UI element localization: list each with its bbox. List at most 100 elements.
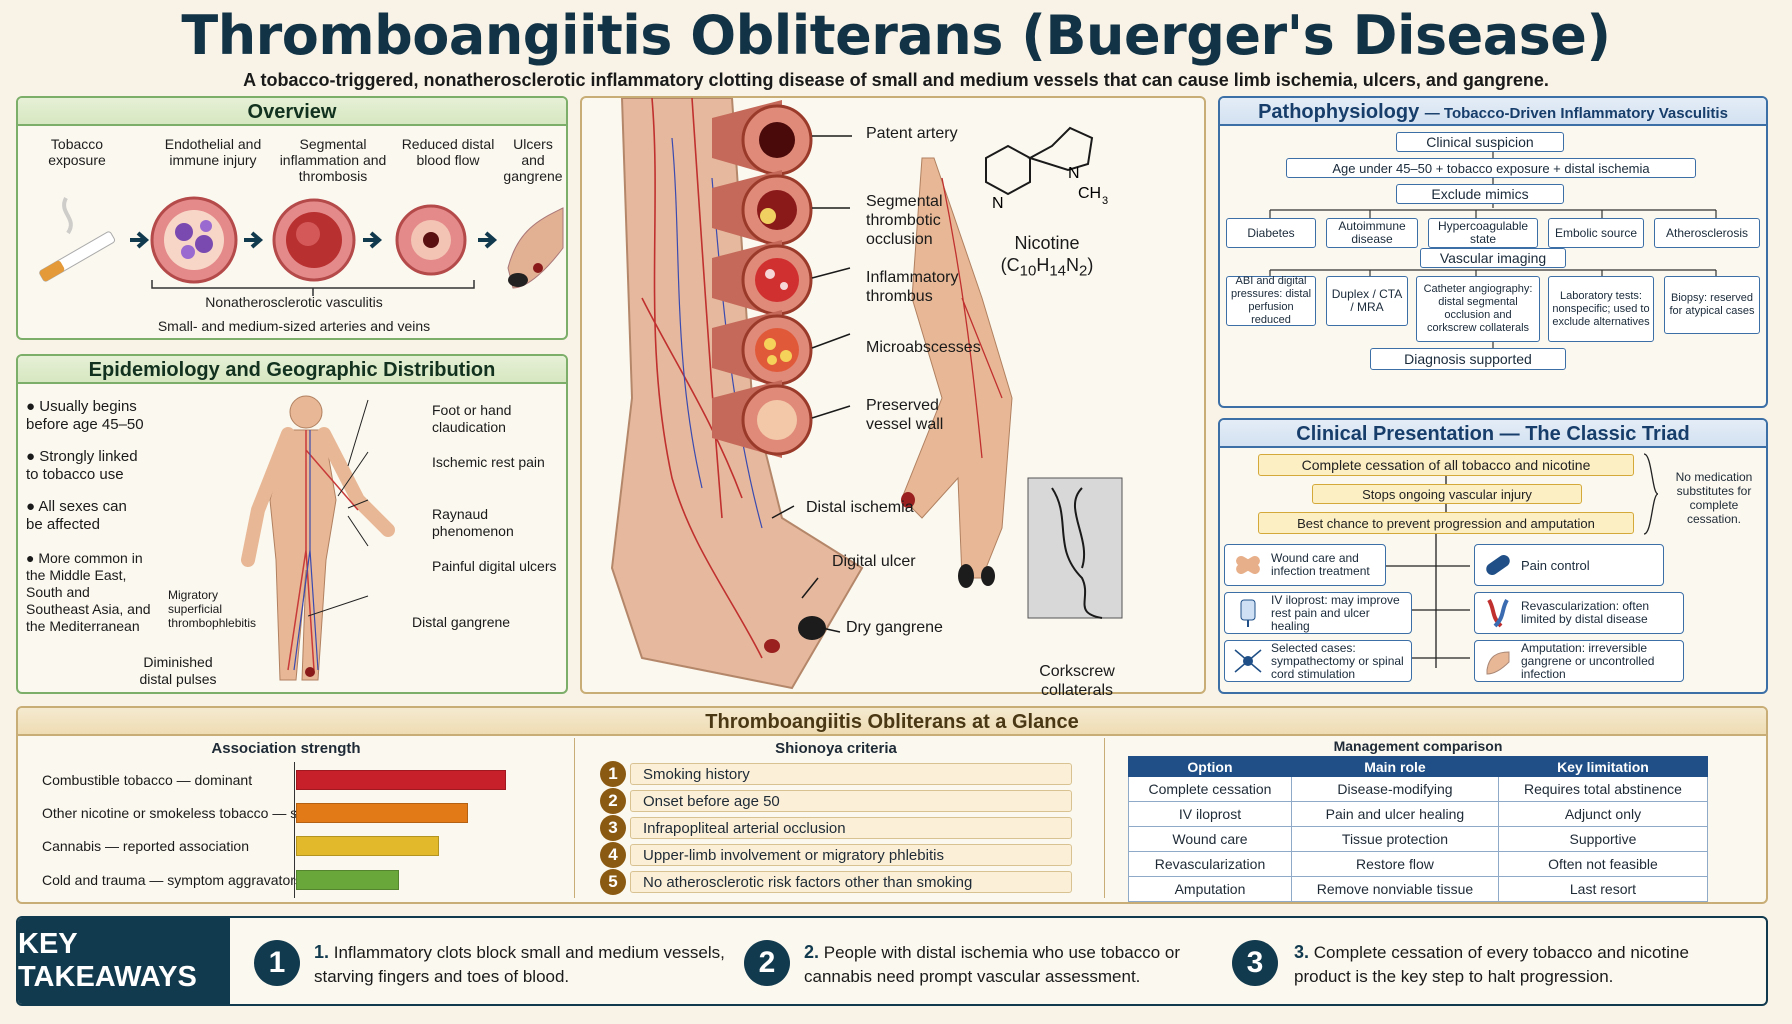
table-header: Option	[1128, 756, 1292, 777]
criterion-number-4: 4	[600, 842, 626, 868]
injured-vessel-icon	[150, 196, 238, 284]
bar-tobacco	[296, 770, 506, 790]
mgmt-text: Wound care and infection treatment	[1271, 551, 1370, 578]
bar-smokeless	[296, 803, 469, 823]
label-digital-ulcer: Digital ulcer	[832, 553, 916, 570]
bar-cold-trauma	[296, 870, 399, 890]
overview-step-5: Ulcers and gangrene	[503, 136, 563, 184]
takeaway-label: 2.	[804, 942, 820, 962]
hand-illustration	[901, 157, 1013, 588]
test-laboratory: Laboratory tests: nonspecific; used to e…	[1548, 276, 1654, 342]
callout-distal-gangrene: Distal gangrene	[412, 614, 511, 630]
epi-bullet-text: Strongly linked to tobacco use	[26, 448, 138, 483]
epidemiology-heading: Epidemiology and Geographic Distribution	[18, 356, 566, 384]
patho-exclude-mimics: Exclude mimics	[1396, 184, 1564, 204]
takeaway-3: 3. Complete cessation of every tobacco a…	[1294, 940, 1694, 989]
nicotine-structure-icon	[985, 126, 1094, 196]
table-cell: Complete cessation	[1128, 776, 1292, 802]
label-distal-ischemia: Distal ischemia	[806, 499, 914, 516]
test-angiography: Catheter angiography: distal segmental o…	[1416, 276, 1540, 342]
test-biopsy: Biopsy: reserved for atypical cases	[1664, 276, 1760, 334]
page-subtitle: A tobacco-triggered, nonatherosclerotic …	[243, 70, 1549, 90]
clinical-side-note: No medication substitutes for complete c…	[1675, 470, 1753, 526]
criterion-1: Smoking history	[630, 763, 1072, 785]
epi-bullet-2: ● Strongly linked to tobacco use	[26, 448, 138, 483]
callout-thrombophlebitis: Migratory superficial thrombophlebitis	[168, 588, 257, 630]
test-abi: ABI and digital pressures: distal perfus…	[1226, 275, 1316, 326]
glance-heading: Thromboangiitis Obliterans at a Glance	[18, 708, 1766, 736]
mimic-atherosclerosis: Atherosclerosis	[1654, 218, 1760, 248]
callout-distal-pulses: Diminished distal pulses	[139, 654, 217, 687]
epi-bullet-3: ● All sexes can be affected	[26, 498, 127, 533]
criterion-number-5: 5	[600, 869, 626, 895]
divider	[574, 738, 575, 898]
gangrenous-foot-icon	[507, 207, 564, 289]
thrombosed-vessel-icon	[272, 198, 356, 282]
table-header: Key limitation	[1497, 756, 1709, 777]
label-microabscesses: Microabscesses	[866, 339, 981, 356]
epidemiology-panel: Epidemiology and Geographic Distribution…	[16, 354, 568, 694]
overview-footnote: Small- and medium-sized arteries and vei…	[157, 318, 431, 334]
table-cell: Remove nonviable tissue	[1290, 876, 1499, 902]
key-takeaways-heading: KEY TAKEAWAYS	[18, 918, 230, 1004]
callout-raynaud: Raynaud phenomenon	[432, 506, 514, 539]
mimic-hypercoagulable: Hypercoagulable state	[1428, 218, 1538, 248]
takeaway-number-3: 3	[1232, 940, 1278, 986]
mimic-diabetes: Diabetes	[1226, 218, 1316, 248]
takeaway-1: 1. Inflammatory clots block small and me…	[314, 940, 734, 989]
clinical-heading: Clinical Presentation — The Classic Tria…	[1220, 420, 1766, 448]
management-table: Option Main role Key limitation Complete…	[1128, 756, 1709, 902]
bar-cannabis	[296, 836, 439, 856]
table-cell: Requires total abstinence	[1497, 776, 1709, 802]
svg-text:CH: CH	[1078, 185, 1101, 202]
svg-text:3: 3	[1102, 195, 1108, 207]
page-title: Thromboangiitis Obliterans (Buerger's Di…	[181, 4, 1611, 67]
clinical-panel: Clinical Presentation — The Classic Tria…	[1218, 418, 1768, 694]
leg-and-vessel-illustration: N N CH 3	[610, 98, 1123, 690]
nerve-icon	[1234, 649, 1262, 673]
overview-step-3: Segmental inflammation and thrombosis	[279, 136, 387, 184]
label-patent-artery: Patent artery	[866, 125, 958, 142]
overview-bracket	[151, 280, 475, 296]
pathophysiology-panel: Pathophysiology — Tobacco-Driven Inflamm…	[1218, 96, 1768, 408]
table-cell: IV iloprost	[1128, 801, 1292, 827]
label-corkscrew-collaterals: Corkscrew collaterals	[1039, 663, 1115, 699]
epi-bullet-4: ● More common in the Middle East, South …	[26, 550, 151, 634]
table-cell: Wound care	[1128, 826, 1292, 852]
criterion-number-1: 1	[600, 761, 626, 787]
label-preserved-wall: Preserved vessel wall	[866, 397, 944, 433]
overview-heading: Overview	[18, 98, 566, 126]
epi-bullet-1: ● Usually begins before age 45–50	[26, 398, 144, 433]
takeaway-number-2: 2	[744, 940, 790, 986]
criterion-number-3: 3	[600, 815, 626, 841]
label-segmental-occlusion: Segmental thrombotic occlusion	[866, 193, 943, 248]
criterion-2: Onset before age 50	[630, 790, 1072, 812]
patho-diagnosis-supported: Diagnosis supported	[1370, 348, 1566, 370]
foot-icon	[1486, 651, 1510, 675]
pill-icon	[1486, 554, 1510, 576]
bandage-icon	[1236, 556, 1260, 574]
callout-rest-pain: Ischemic rest pain	[432, 454, 545, 470]
cigarette-icon	[39, 197, 116, 282]
overview-step-1: Tobacco exposure	[48, 136, 106, 168]
svg-text:N: N	[1068, 165, 1080, 182]
criterion-3: Infrapopliteal arterial occlusion	[630, 817, 1072, 839]
bar-axis	[294, 762, 295, 898]
bar-label-smokeless: Other nicotine or smokeless tobacco — st…	[42, 805, 330, 821]
test-duplex: Duplex / CTA / MRA	[1326, 276, 1408, 326]
callout-lines	[308, 399, 369, 617]
mimic-autoimmune: Autoimmune disease	[1326, 218, 1418, 248]
overview-bracket-label: Nonatherosclerotic vasculitis	[205, 294, 383, 310]
pathophysiology-heading: Pathophysiology — Tobacco-Driven Inflamm…	[1220, 98, 1766, 126]
overview-step-4: Reduced distal blood flow	[401, 136, 495, 168]
mgmt-pain-control: Pain control	[1474, 544, 1664, 586]
label-inflammatory-thrombus: Inflammatory thrombus	[866, 269, 959, 305]
mgmt-text: Amputation: irreversible gangrene or unc…	[1521, 640, 1655, 681]
svg-text:N: N	[992, 195, 1004, 212]
table-cell: Last resort	[1497, 876, 1709, 902]
overview-panel: Overview Tobacco exposure Endothelial an…	[16, 96, 568, 340]
nicotine-formula: (C10H14N2)	[1000, 255, 1094, 280]
takeaway-number-1: 1	[254, 940, 300, 986]
